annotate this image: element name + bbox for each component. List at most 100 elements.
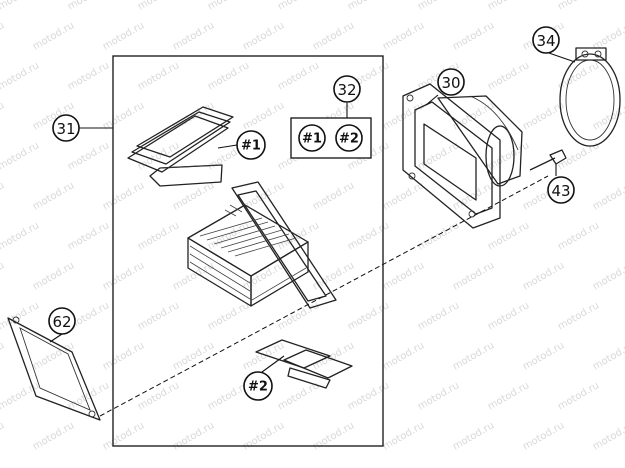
watermark-text: motod.ru [416, 300, 461, 332]
callout-reed-petals: #1 [236, 130, 266, 160]
callout-32: 32 [333, 75, 361, 103]
watermark-text: motod.ru [241, 100, 286, 132]
watermark-text: motod.ru [206, 0, 251, 13]
watermark-text: motod.ru [486, 220, 531, 252]
leader-h1 [217, 144, 238, 149]
watermark-text: motod.ru [66, 0, 111, 13]
callout-31: 31 [52, 114, 80, 142]
watermark-text: motod.ru [451, 100, 496, 132]
watermark-text: motod.ru [101, 180, 146, 212]
watermark-text: motod.ru [381, 340, 426, 372]
gasket-drawing [7, 316, 101, 421]
watermark-text: motod.ru [416, 220, 461, 252]
watermark-text: motod.ru [0, 140, 41, 172]
watermark-text: motod.ru [241, 20, 286, 52]
reed-block-drawing [187, 181, 337, 309]
watermark-text: motod.ru [241, 340, 286, 372]
watermark-text: motod.ru [486, 380, 531, 412]
watermark-text: motod.ru [276, 300, 321, 332]
watermark-text: motod.ru [66, 60, 111, 92]
watermark-text: motod.ru [521, 260, 566, 292]
watermark-text: motod.ru [136, 220, 181, 252]
watermark-text: motod.ru [486, 60, 531, 92]
watermark-text: motod.ru [171, 260, 216, 292]
watermark-text: motod.ru [171, 340, 216, 372]
watermark-text: motod.ru [0, 380, 41, 412]
watermark-text: motod.ru [66, 140, 111, 172]
callout-30: 30 [437, 68, 465, 96]
watermark-text: motod.ru [591, 260, 625, 292]
watermark-text: motod.ru [451, 420, 496, 452]
watermark-text: motod.ru [416, 380, 461, 412]
watermark-text: motod.ru [66, 380, 111, 412]
stop-plates-drawing [255, 339, 353, 389]
watermark-text: motod.ru [101, 260, 146, 292]
watermark-text: motod.ru [0, 220, 41, 252]
kit-32-hash2: #2 [335, 124, 363, 152]
watermark-text: motod.ru [0, 100, 6, 132]
watermark-text: motod.ru [556, 220, 601, 252]
watermark-text: motod.ru [451, 340, 496, 372]
watermark-text: motod.ru [591, 340, 625, 372]
kit-32-hash2-label: #2 [339, 132, 359, 147]
watermark-text: motod.ru [346, 220, 391, 252]
kit-31-frame [112, 55, 384, 447]
watermark-text: motod.ru [591, 420, 625, 452]
watermark-text: motod.ru [31, 260, 76, 292]
watermark-text: motod.ru [486, 0, 531, 13]
watermark-text: motod.ru [31, 180, 76, 212]
watermark-text: motod.ru [381, 260, 426, 292]
callout-34: 34 [532, 26, 560, 54]
watermark-text: motod.ru [311, 420, 356, 452]
watermark-text: motod.ru [171, 420, 216, 452]
watermark-text: motod.ru [451, 260, 496, 292]
watermark-text: motod.ru [276, 0, 321, 13]
watermark-text: motod.ru [171, 20, 216, 52]
leader-h2 [261, 355, 285, 373]
watermark-text: motod.ru [136, 0, 181, 13]
watermark-text: motod.ru [521, 340, 566, 372]
watermark-text: motod.ru [206, 220, 251, 252]
watermark-text: motod.ru [311, 180, 356, 212]
callout-30-label: 30 [441, 74, 460, 92]
callout-31-label: 31 [56, 120, 75, 138]
watermark-text: motod.ru [31, 20, 76, 52]
hose-clamp-drawing [559, 47, 621, 147]
watermark-text: motod.ru [486, 140, 531, 172]
watermark-text: motod.ru [381, 20, 426, 52]
watermark-text: motod.ru [556, 300, 601, 332]
watermark-text: motod.ru [381, 420, 426, 452]
watermark-text: motod.ru [556, 380, 601, 412]
watermark-text: motod.ru [101, 340, 146, 372]
watermark-text: motod.ru [241, 420, 286, 452]
kit-32-hash1: #1 [298, 124, 326, 152]
watermark-text: motod.ru [136, 60, 181, 92]
watermark-text: motod.ru [206, 60, 251, 92]
watermark-text: motod.ru [66, 220, 111, 252]
watermark-text: motod.ru [311, 20, 356, 52]
watermark-text: motod.ru [346, 380, 391, 412]
watermark-text: motod.ru [101, 20, 146, 52]
watermark-text: motod.ru [31, 340, 76, 372]
screw-drawing [529, 149, 567, 171]
callout-hash2-label: #2 [248, 380, 268, 395]
watermark-text: motod.ru [416, 140, 461, 172]
watermark-text: motod.ru [241, 260, 286, 292]
callout-62: 62 [48, 307, 76, 335]
watermark-text: motod.ru [0, 20, 6, 52]
watermark-text: motod.ru [0, 340, 6, 372]
watermark-text: motod.ru [0, 180, 6, 212]
watermark-text: motod.ru [486, 300, 531, 332]
watermark-text: motod.ru [451, 20, 496, 52]
watermark-text: motod.ru [591, 180, 625, 212]
watermark-text: motod.ru [416, 0, 461, 13]
watermark-text: motod.ru [206, 300, 251, 332]
watermark-text: motod.ru [31, 420, 76, 452]
leader-34 [545, 51, 576, 63]
watermark-text: motod.ru [556, 0, 601, 13]
callout-62-label: 62 [52, 313, 71, 331]
intake-manifold-drawing [402, 83, 523, 229]
watermark-text: motod.ru [381, 180, 426, 212]
